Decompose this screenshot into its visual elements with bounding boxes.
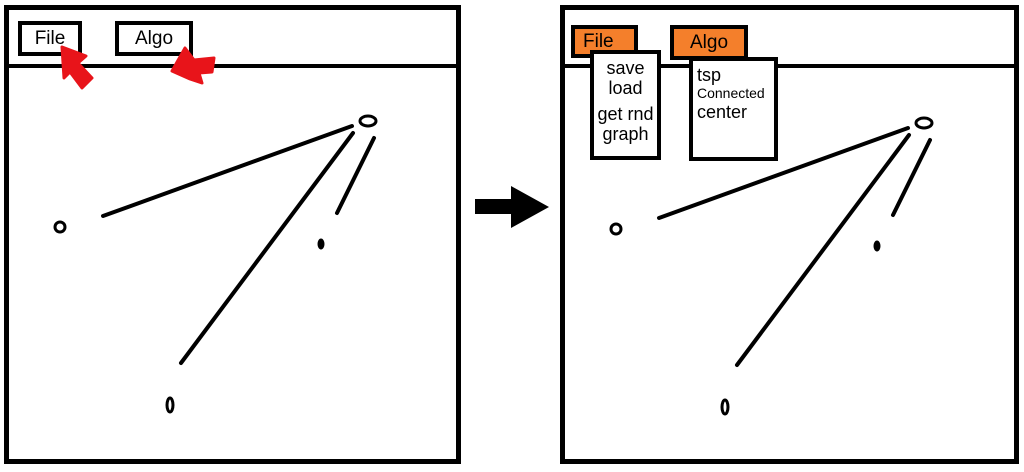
right-arrow-icon	[475, 186, 549, 228]
algo-menu-item-tsp[interactable]: tsp	[697, 65, 722, 85]
file-dropdown-menu: save load get rnd graph	[590, 50, 661, 160]
file-menu-item-get-rnd[interactable]: get rnd	[597, 104, 654, 124]
right-algo-menu-button[interactable]: Algo	[670, 25, 748, 60]
algo-menu-item-connected[interactable]: Connected	[697, 85, 765, 101]
left-menu-bar: File Algo	[9, 10, 456, 68]
left-app-window: File Algo	[4, 5, 461, 464]
right-algo-menu-label: Algo	[689, 32, 729, 53]
algo-menu-item-center[interactable]: center	[697, 102, 748, 122]
algo-dropdown-menu: tsp Connected center	[689, 57, 778, 161]
left-file-menu-label: File	[34, 28, 66, 49]
right-file-menu-label: File	[583, 31, 614, 52]
file-menu-item-graph[interactable]: graph	[602, 124, 649, 144]
left-algo-menu-button[interactable]: Algo	[115, 21, 193, 56]
right-app-window: File Algo save load get rnd graph tsp Co…	[560, 5, 1019, 464]
file-menu-item-save[interactable]: save	[606, 58, 645, 78]
left-file-menu-button[interactable]: File	[18, 21, 82, 56]
file-menu-item-load[interactable]: load	[608, 78, 643, 98]
left-algo-menu-label: Algo	[134, 28, 174, 49]
